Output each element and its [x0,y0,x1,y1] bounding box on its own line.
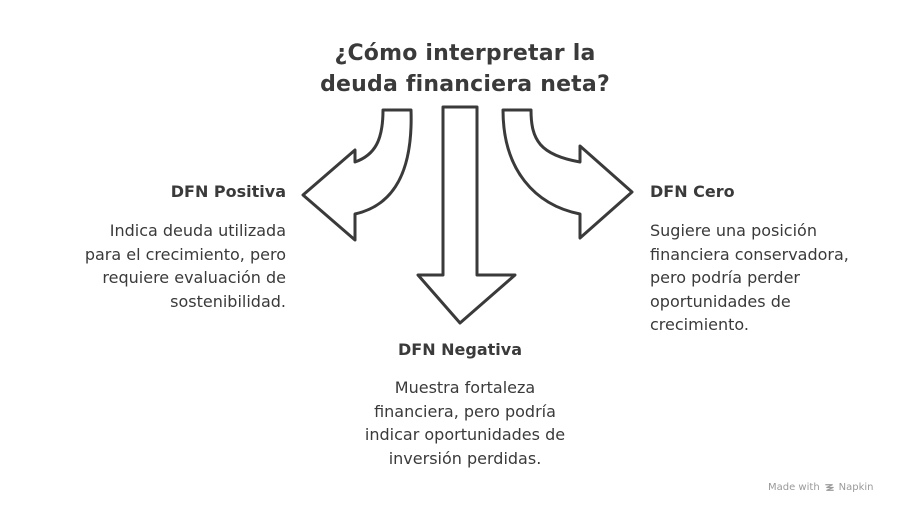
desc-line: crecimiento. [650,315,749,334]
branch-label-negativa: DFN Negativa [397,340,523,359]
desc-line: sostenibilidad. [170,291,286,311]
desc-line: inversión perdidas. [388,448,542,468]
branch-desc-negativa: Muestra fortaleza financiera, pero podrí… [320,376,610,470]
desc-line: oportunidades de [650,291,791,311]
napkin-watermark[interactable]: Made with Napkin [768,482,874,493]
arrow-down [416,105,517,325]
desc-line: requiere evaluación de [102,268,286,287]
desc-line: Sugiere una posición [650,221,817,240]
napkin-logo-icon [824,484,834,491]
desc-line: financiera, pero podría [374,401,556,421]
desc-line: financiera conservadora, [650,244,849,264]
arrow-left [301,108,413,242]
branch-label-positiva: DFN Positiva [170,182,286,201]
title-line-1: ¿Cómo interpretar la [334,41,596,66]
napkin-brand-text: Napkin [838,482,874,493]
desc-line: indicar oportunidades de [364,425,566,444]
made-with-text: Made with [768,482,820,493]
branch-desc-positiva: Indica deuda utilizada para el crecimien… [30,219,286,313]
desc-line: Muestra fortaleza [394,378,536,397]
desc-line: para el crecimiento, pero [84,244,286,264]
arrow-right [501,108,634,240]
diagram-title: ¿Cómo interpretar la deuda financiera ne… [250,38,680,100]
branch-desc-cero: Sugiere una posición financiera conserva… [650,219,895,337]
desc-line: Indica deuda utilizada [109,221,286,240]
title-line-2: deuda financiera neta? [320,72,610,97]
branch-label-cero: DFN Cero [650,182,735,201]
desc-line: pero podría perder [650,268,800,287]
